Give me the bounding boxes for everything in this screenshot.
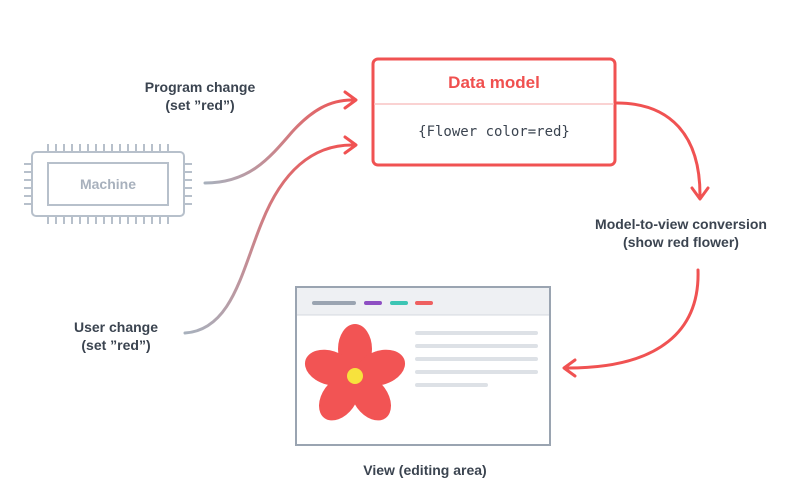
data-model-title: Data model xyxy=(448,73,540,92)
machine-chip xyxy=(24,144,192,224)
conversion-to-view-arrowhead xyxy=(562,358,577,378)
toolbar-pill-red xyxy=(415,301,433,305)
user-change-label: User change (set ”red”) xyxy=(46,318,186,354)
program-change-arrow xyxy=(203,90,358,185)
toolbar-pill-teal xyxy=(390,301,408,305)
user-change-line1: User change xyxy=(73,319,159,335)
chip-pins-top xyxy=(47,144,169,152)
view-caption-text: View (editing area) xyxy=(363,462,487,478)
chip-pins-right xyxy=(184,163,192,205)
text-lines xyxy=(415,331,538,387)
program-change-label: Program change (set ”red”) xyxy=(120,78,280,114)
program-change-arrowhead xyxy=(343,90,358,110)
model-to-view-conversion-label: Model-to-view conversion (show red flowe… xyxy=(576,215,786,251)
flower-center-dot xyxy=(347,368,363,384)
model-to-conversion-arrowhead xyxy=(690,186,710,201)
data-model-box xyxy=(371,57,617,167)
chip-pins-bottom xyxy=(47,216,169,224)
view-caption: View (editing area) xyxy=(330,461,520,479)
user-change-arrow xyxy=(183,135,358,335)
conversion-line2: (show red flower) xyxy=(623,234,739,250)
flower-petal xyxy=(304,349,354,386)
program-change-line1: Program change xyxy=(144,79,256,95)
user-change-arrowhead xyxy=(343,135,358,155)
view-window xyxy=(295,286,551,446)
data-model-content: {Flower color=red} xyxy=(418,124,570,140)
flower-petal xyxy=(350,375,391,421)
conversion-line1: Model-to-view conversion xyxy=(595,216,767,232)
chip-pins-left xyxy=(24,163,32,205)
chip-inner xyxy=(47,162,169,206)
machine-label: Machine xyxy=(79,176,136,192)
flower-petal xyxy=(319,375,360,421)
user-change-line2: (set ”red”) xyxy=(81,337,151,353)
model-to-conversion-arrow xyxy=(615,101,710,201)
conversion-to-view-arrow xyxy=(562,268,700,378)
toolbar-pill-gray xyxy=(312,301,356,305)
red-flower xyxy=(304,324,406,421)
program-change-line2: (set ”red”) xyxy=(165,97,235,113)
toolbar-pill-purple xyxy=(364,301,382,305)
